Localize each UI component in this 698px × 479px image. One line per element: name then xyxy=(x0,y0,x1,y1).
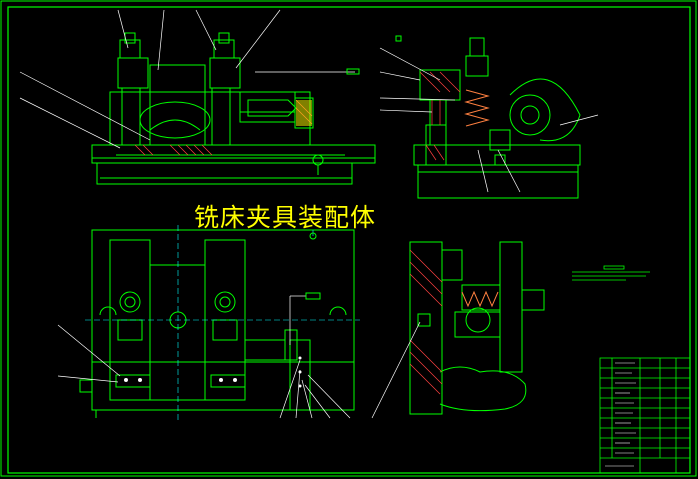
front-view-hatch xyxy=(134,99,313,156)
top-view-details xyxy=(124,356,302,388)
section-view-hatch xyxy=(409,249,443,395)
section-view-leaders xyxy=(371,321,421,419)
top-view-leaders xyxy=(57,295,351,419)
side-view xyxy=(413,37,581,199)
section-view xyxy=(409,241,545,415)
drawing-title: 铣床夹具装配体 xyxy=(194,203,377,232)
side-view-leaders xyxy=(379,47,599,193)
top-view xyxy=(79,229,355,418)
top-view-callout-box xyxy=(305,292,321,300)
front-view-callout-box xyxy=(346,68,360,75)
top-view-centerlines xyxy=(85,225,360,420)
side-view-spring xyxy=(464,89,490,127)
technical-notes xyxy=(572,265,650,281)
top-view-datum xyxy=(309,232,317,240)
front-view xyxy=(91,32,376,185)
front-view-leaders xyxy=(19,9,355,149)
title-block xyxy=(599,357,691,474)
side-view-hatch xyxy=(419,71,461,161)
sheet-inner-border xyxy=(7,6,691,474)
title-block-ticks xyxy=(605,362,636,467)
side-view-callout-box xyxy=(395,35,402,42)
front-view-fill xyxy=(296,100,312,126)
section-view-spring xyxy=(461,290,499,308)
